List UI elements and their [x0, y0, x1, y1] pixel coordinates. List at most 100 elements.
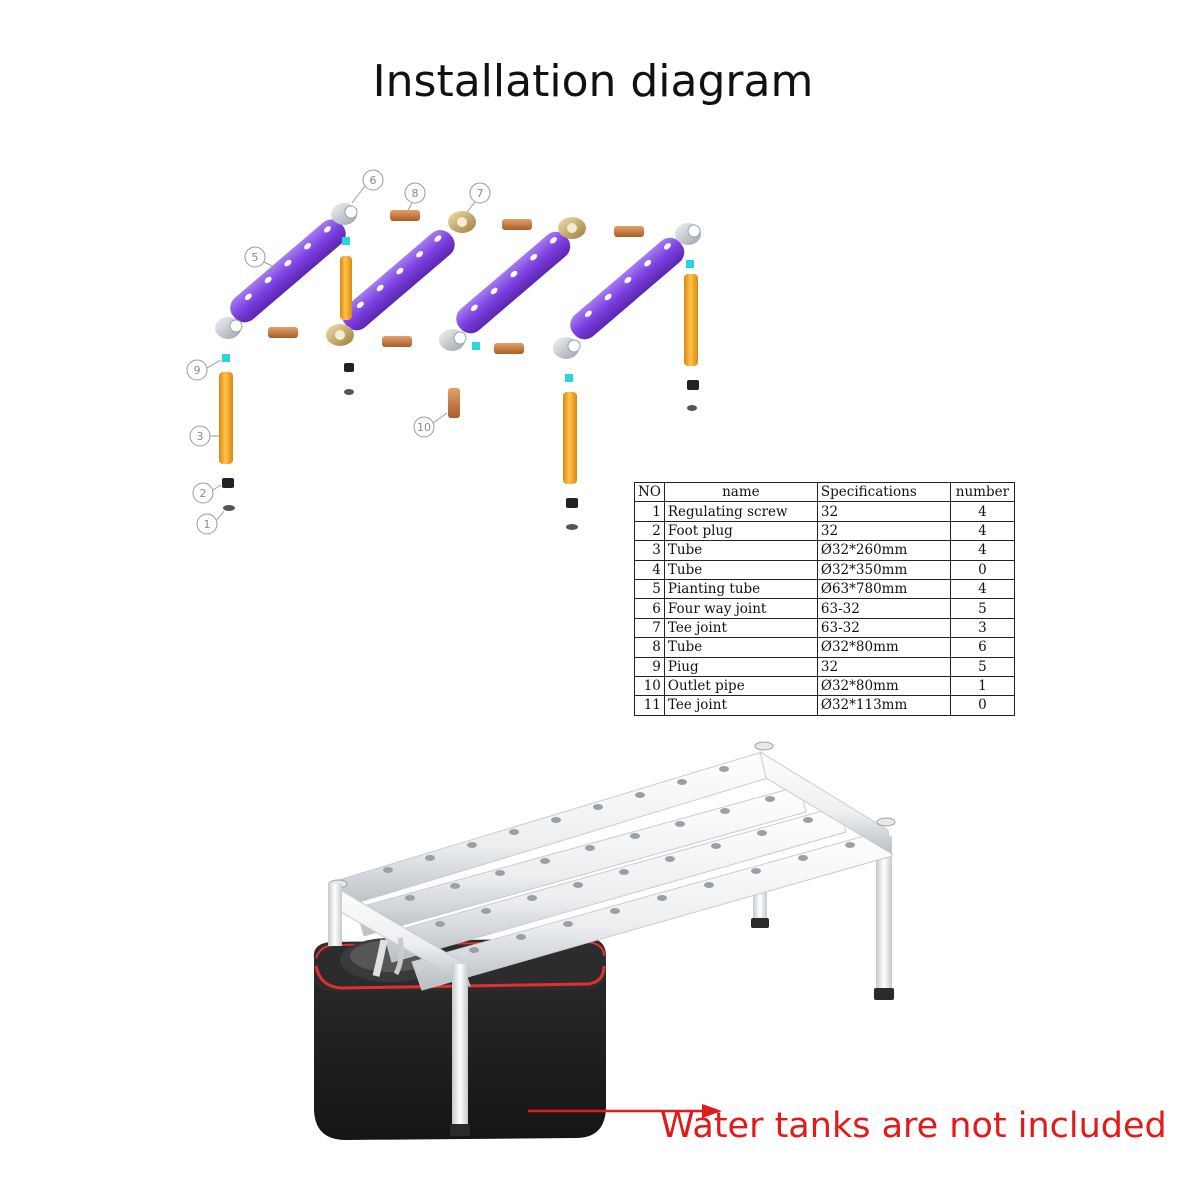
planting-hole	[450, 883, 460, 889]
planting-tubes	[230, 219, 685, 340]
regulating-screw	[687, 405, 697, 411]
tank-trim	[315, 940, 605, 959]
planting-hole	[803, 817, 813, 823]
callout-5	[244, 246, 277, 269]
page-title: Installation diagram	[372, 56, 814, 107]
planting-holes	[383, 766, 855, 953]
rack-pipes	[328, 741, 896, 991]
planting-hole	[435, 921, 445, 927]
planting-hole	[383, 867, 393, 873]
cell-name: Tee joint	[663, 695, 818, 716]
foot-plug	[566, 498, 578, 508]
leg-tube	[684, 274, 698, 366]
callout-9	[186, 359, 222, 381]
four-way-joint	[331, 203, 358, 225]
leg-tube	[563, 392, 577, 484]
callout-1	[196, 510, 225, 535]
planting-hole	[467, 842, 477, 848]
planting-hole	[720, 808, 730, 814]
planting-hole	[516, 934, 526, 940]
callout-label: 6	[370, 174, 377, 187]
rack-pipe	[355, 785, 807, 937]
callout-label: 9	[194, 364, 201, 377]
planting-hole	[675, 821, 685, 827]
rack-pipe	[383, 805, 847, 963]
callout-label: 10	[417, 421, 431, 434]
rack-legs-front	[328, 884, 470, 1136]
callout-label: 8	[412, 187, 419, 200]
planting-hole	[573, 882, 583, 888]
return-hose	[393, 937, 404, 976]
cell-name: Four way joint	[663, 598, 818, 619]
plug	[686, 260, 694, 268]
planting-hole	[495, 870, 505, 876]
return-hose	[372, 939, 388, 977]
four-way-joint	[215, 317, 243, 339]
foot-plug	[222, 478, 234, 488]
cell-name: Outlet pipe	[663, 675, 818, 697]
planting-hole	[657, 895, 667, 901]
foot-plug	[687, 380, 699, 390]
connector-tube	[390, 210, 420, 221]
callouts	[186, 169, 491, 535]
cell-name: Regulating screw	[663, 501, 818, 522]
callout-label: 2	[200, 487, 207, 500]
callout-7	[466, 182, 491, 213]
regulating-screw	[566, 524, 578, 530]
connector-tube	[614, 226, 644, 237]
plug	[222, 354, 230, 362]
leg-tube	[219, 372, 233, 464]
connector-tube	[502, 219, 532, 230]
regulating-screws	[223, 389, 697, 530]
rack-end-cap	[876, 817, 896, 827]
cell-name: Tube	[663, 559, 818, 580]
outlet-pipe	[448, 388, 460, 418]
tee-joint	[326, 324, 354, 346]
planting-hole	[635, 792, 645, 798]
planting-hole	[551, 817, 561, 823]
rack-end-manifold	[759, 750, 893, 855]
cell-specifications: 63-32	[816, 598, 951, 619]
planting-hole	[765, 796, 775, 802]
exploded-assembly-diagram: 1 2 3 5 6 7 8 9 10	[186, 169, 701, 535]
planting-tube	[342, 230, 455, 331]
four-way-joint	[675, 223, 701, 245]
planting-hole	[619, 869, 629, 875]
planting-hole	[711, 843, 721, 849]
planting-hole	[665, 856, 675, 862]
planting-hole	[630, 833, 640, 839]
regulating-screw	[223, 505, 235, 511]
connector-tube	[268, 327, 298, 338]
planting-tube	[456, 231, 571, 334]
planting-hole	[405, 895, 415, 901]
planting-hole	[845, 842, 855, 848]
planting-hole	[593, 804, 603, 810]
planting-hole	[798, 855, 808, 861]
foot-plugs	[222, 363, 699, 508]
callout-label: 1	[204, 518, 211, 531]
rack-foot	[751, 918, 769, 928]
cell-number: 0	[949, 695, 1015, 716]
plug	[472, 342, 480, 350]
rack-end-cap	[754, 741, 774, 751]
planting-hole	[751, 868, 761, 874]
callout-6	[351, 169, 384, 204]
planting-hole	[719, 766, 729, 772]
leg-tubes	[219, 256, 698, 484]
callout-label: 7	[477, 187, 484, 200]
planting-hole	[527, 895, 537, 901]
tee-joints	[326, 211, 586, 346]
planting-hole	[540, 858, 550, 864]
planting-hole	[425, 855, 435, 861]
note-arrow	[528, 1104, 722, 1118]
plug	[342, 237, 350, 245]
plug	[565, 374, 573, 382]
